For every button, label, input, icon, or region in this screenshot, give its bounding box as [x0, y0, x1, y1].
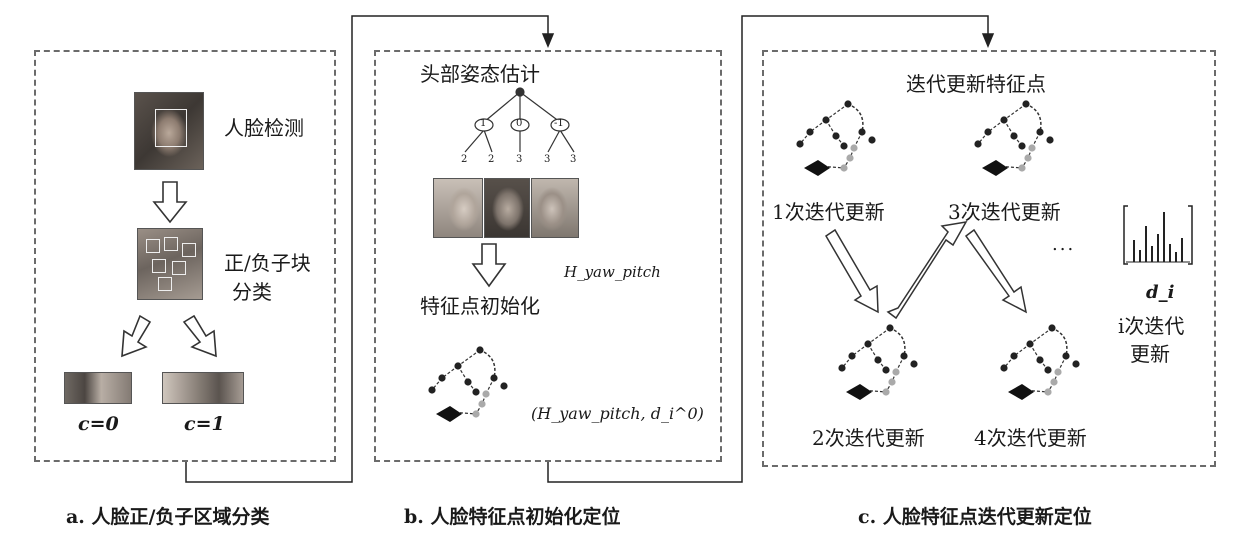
pose-face-right [531, 178, 579, 238]
ellipsis-label: ... [1052, 234, 1076, 255]
face-detect-label: 人脸检测 [224, 116, 304, 140]
tree-leaf-label: 3 [570, 154, 577, 165]
pose-tree [464, 87, 575, 153]
arrow-pose-to-init [471, 243, 507, 288]
arrow-iter1-to-iter2 [824, 228, 879, 314]
tree-leaf-label: 2 [488, 154, 495, 165]
arrow-detect-to-classify [152, 181, 188, 224]
subblock-box [158, 277, 172, 291]
subblock-box [182, 243, 196, 257]
iter3-label: 3次迭代更新 [948, 200, 1061, 224]
pose-face-left [433, 178, 483, 238]
subblock-box [146, 239, 160, 253]
arrow-classify-to-c0 [121, 314, 152, 358]
classify-label-line1: 正/负子块 [224, 251, 311, 275]
tree-node-label: 1 [480, 118, 487, 129]
iter-n-label-line2: 更新 [1130, 342, 1170, 366]
subblock-box [164, 237, 178, 251]
landmark-init-label: 特征点初始化 [420, 294, 540, 318]
iter1-label: 1次迭代更新 [772, 200, 885, 224]
iter4-label: 4次迭代更新 [974, 426, 1087, 450]
h-yaw-pitch-label: H_yaw_pitch [564, 262, 661, 281]
subblock-box [172, 261, 186, 275]
negative-patch-image [64, 372, 132, 404]
tree-node-label: -1 [554, 118, 564, 129]
iterative-update-title: 迭代更新特征点 [906, 72, 1046, 96]
pose-face-center [484, 178, 530, 238]
arrow-iter2-to-iter3 [886, 221, 968, 320]
tree-node-label: 0 [516, 118, 523, 129]
panel-c [762, 50, 1216, 467]
connector-a-to-b [185, 15, 555, 483]
h-d-pair-label: (H_yaw_pitch, d_i^0) [531, 404, 704, 423]
caption-b: b. 人脸特征点初始化定位 [404, 506, 621, 528]
subblock-box [152, 259, 166, 273]
positive-patch-image [162, 372, 244, 404]
h-yaw-pitch-text: H_yaw_pitch [564, 263, 661, 281]
connector-b-to-c [547, 15, 995, 483]
face-detection-image [134, 92, 204, 170]
face-box [155, 109, 187, 147]
caption-c: c. 人脸特征点迭代更新定位 [858, 506, 1092, 528]
tree-leaf-label: 3 [516, 154, 523, 165]
tree-leaf-label: 2 [461, 154, 468, 165]
panel-b [374, 50, 722, 462]
subblock-classify-image [137, 228, 203, 300]
iter2-label: 2次迭代更新 [812, 426, 925, 450]
c1-label: c=1 [184, 413, 225, 435]
arrow-iter3-to-iter4 [964, 228, 1028, 314]
tree-leaf-label: 3 [544, 154, 551, 165]
iter-n-label-line1: i次迭代 [1118, 314, 1185, 338]
caption-a: a. 人脸正/负子区域分类 [66, 506, 270, 528]
d-i-label: d_i [1146, 282, 1175, 303]
pose-estimation-title: 头部姿态估计 [420, 62, 540, 86]
panel-a [34, 50, 336, 462]
classify-label-line2: 分类 [232, 280, 272, 304]
c0-label: c=0 [78, 413, 119, 435]
arrow-classify-to-c1 [182, 314, 217, 358]
